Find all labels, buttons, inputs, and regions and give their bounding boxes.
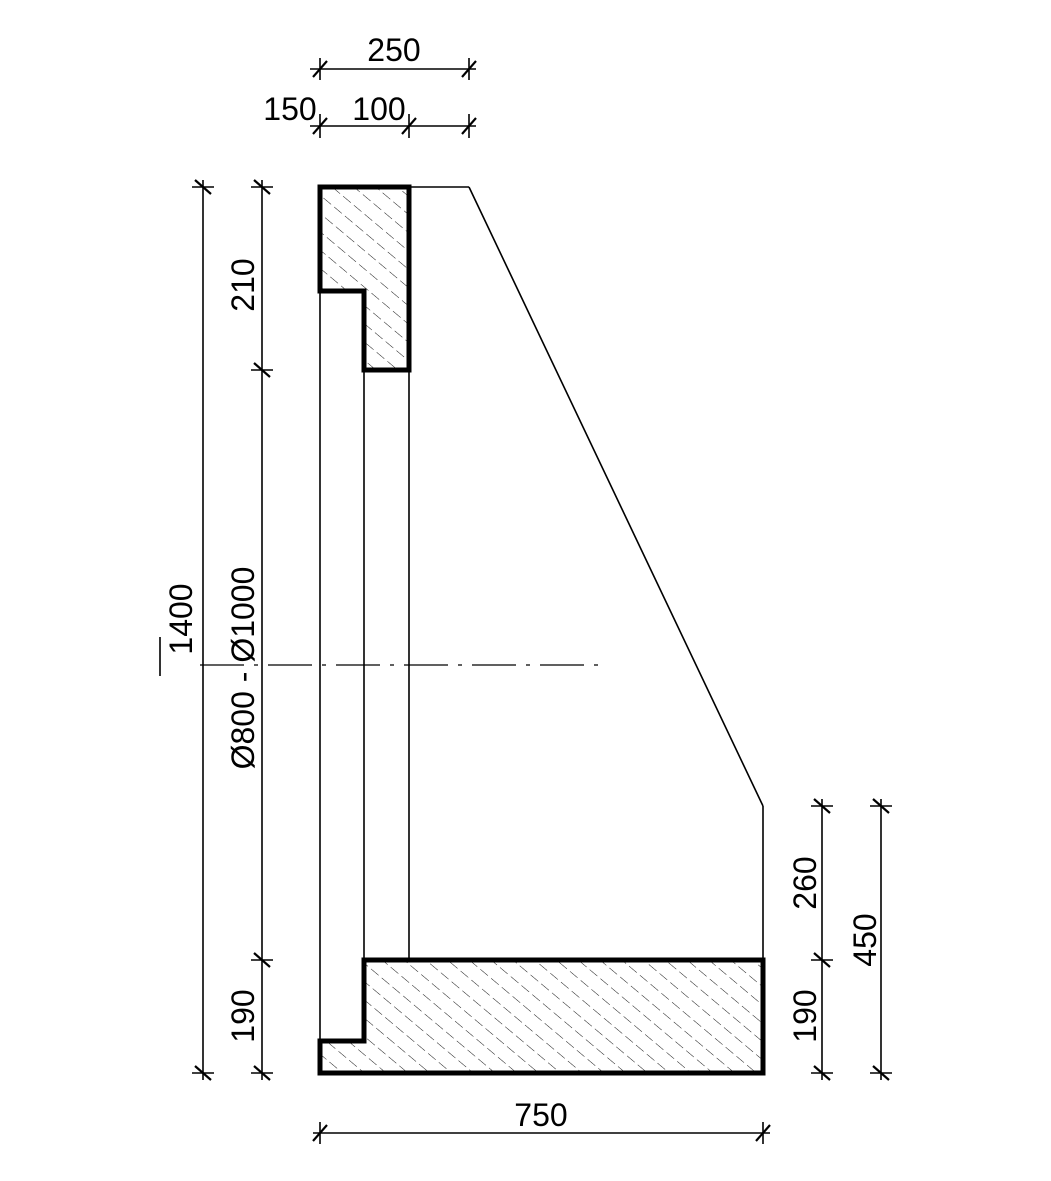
dimension-label-750: 750: [514, 1097, 567, 1133]
top-ring-section: [317, 184, 412, 373]
base-slab-section: [317, 957, 766, 1076]
dimension-label-100: 100: [352, 91, 405, 127]
sloped-outline: [468, 186, 764, 807]
dimension-label-190-right: 190: [787, 989, 823, 1042]
dimension-label-150: 150: [263, 91, 316, 127]
dimension-top-split: 150 100: [263, 91, 477, 138]
dimension-top-overall: 250: [310, 32, 477, 80]
dimension-label-diameter: Ø800 - Ø1000: [225, 567, 261, 770]
dimension-label-450: 450: [847, 913, 883, 966]
dimension-label-260: 260: [787, 856, 823, 909]
dimension-chain-left: 210 Ø800 - Ø1000 190: [225, 179, 273, 1081]
dimension-total-height: 1400: [159, 179, 214, 1081]
dimension-label-210: 210: [225, 258, 261, 311]
dimension-bottom-width: 750: [312, 1097, 771, 1144]
dimension-label-190-left: 190: [225, 989, 261, 1042]
dimension-right-total: 450: [847, 798, 892, 1081]
dimension-label-1400: 1400: [163, 583, 199, 654]
dimension-label-250: 250: [367, 32, 420, 68]
dimension-chain-right: 260 190: [787, 798, 833, 1081]
